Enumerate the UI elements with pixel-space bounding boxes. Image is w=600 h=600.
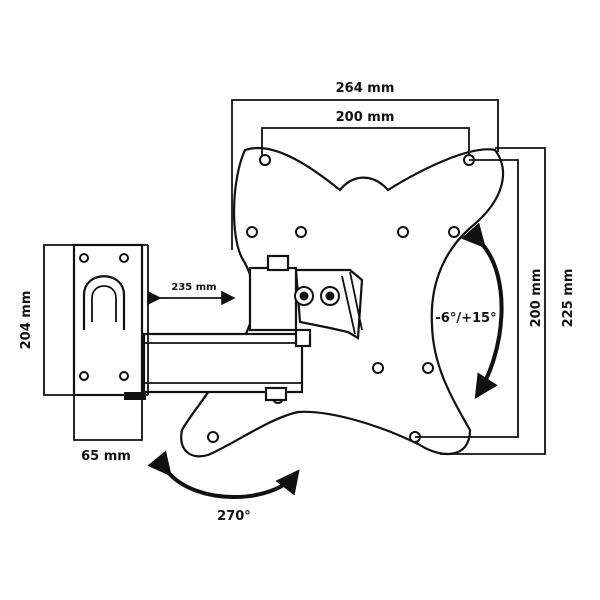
wall-plate-body <box>72 243 144 397</box>
mounting-hole <box>246 226 258 238</box>
hinge-edge <box>349 271 363 331</box>
outer-height-label: 225 mm <box>561 269 576 328</box>
arm-joint <box>294 328 312 348</box>
swivel-indicator: 270° <box>147 450 300 524</box>
mounting-hole <box>372 362 384 374</box>
dim-outer-width: 264 mm <box>231 81 499 250</box>
hinge-bolt-center <box>299 291 309 301</box>
wall-screw-hole <box>79 371 89 381</box>
mounting-hole <box>259 154 271 166</box>
bracket-block <box>248 266 298 332</box>
tilt-arrow <box>461 222 504 400</box>
wall-screw-hole <box>79 253 89 263</box>
mounting-hole <box>295 226 307 238</box>
hole-width-label: 200 mm <box>336 110 395 125</box>
dim-outer-height: 225 mm <box>440 147 576 455</box>
hole-height-label: 200 mm <box>529 269 544 328</box>
outer-width-label: 264 mm <box>336 81 395 96</box>
mounting-hole <box>448 226 460 238</box>
arm-extension-label: 235 mm <box>171 282 216 293</box>
bracket-top-knob <box>266 254 290 272</box>
dim-hole-height: 200 mm <box>415 159 544 438</box>
wall-depth-label: 65 mm <box>81 449 131 464</box>
swivel-angle-label: 270° <box>217 509 251 524</box>
wall-height-label: 204 mm <box>19 291 34 350</box>
mounting-hole <box>397 226 409 238</box>
dim-wall-depth: 65 mm <box>73 395 143 464</box>
hinge-edge <box>341 275 356 335</box>
dim-hole-width: 200 mm <box>261 110 470 156</box>
dim-wall-height: 204 mm <box>19 244 74 396</box>
swing-arm <box>142 328 312 402</box>
tilt-angle-label: -6°/+15° <box>435 311 496 326</box>
wall-plate-hook-inner <box>91 285 117 322</box>
mounting-hole <box>207 431 219 443</box>
wall-plate-foot <box>124 392 146 400</box>
mounting-hole <box>422 362 434 374</box>
wall-plate-hook <box>82 275 126 330</box>
wall-screw-hole <box>119 253 129 263</box>
tilt-indicator: -6°/+15° <box>435 222 504 400</box>
wall-plate <box>72 243 149 400</box>
arm-joint-bottom <box>264 386 288 402</box>
tilt-bracket <box>248 254 364 340</box>
wall-screw-hole <box>119 371 129 381</box>
hinge-bolt-center <box>325 291 335 301</box>
dim-arm-extension: 235 mm <box>147 282 236 306</box>
swivel-arrow <box>147 450 300 499</box>
